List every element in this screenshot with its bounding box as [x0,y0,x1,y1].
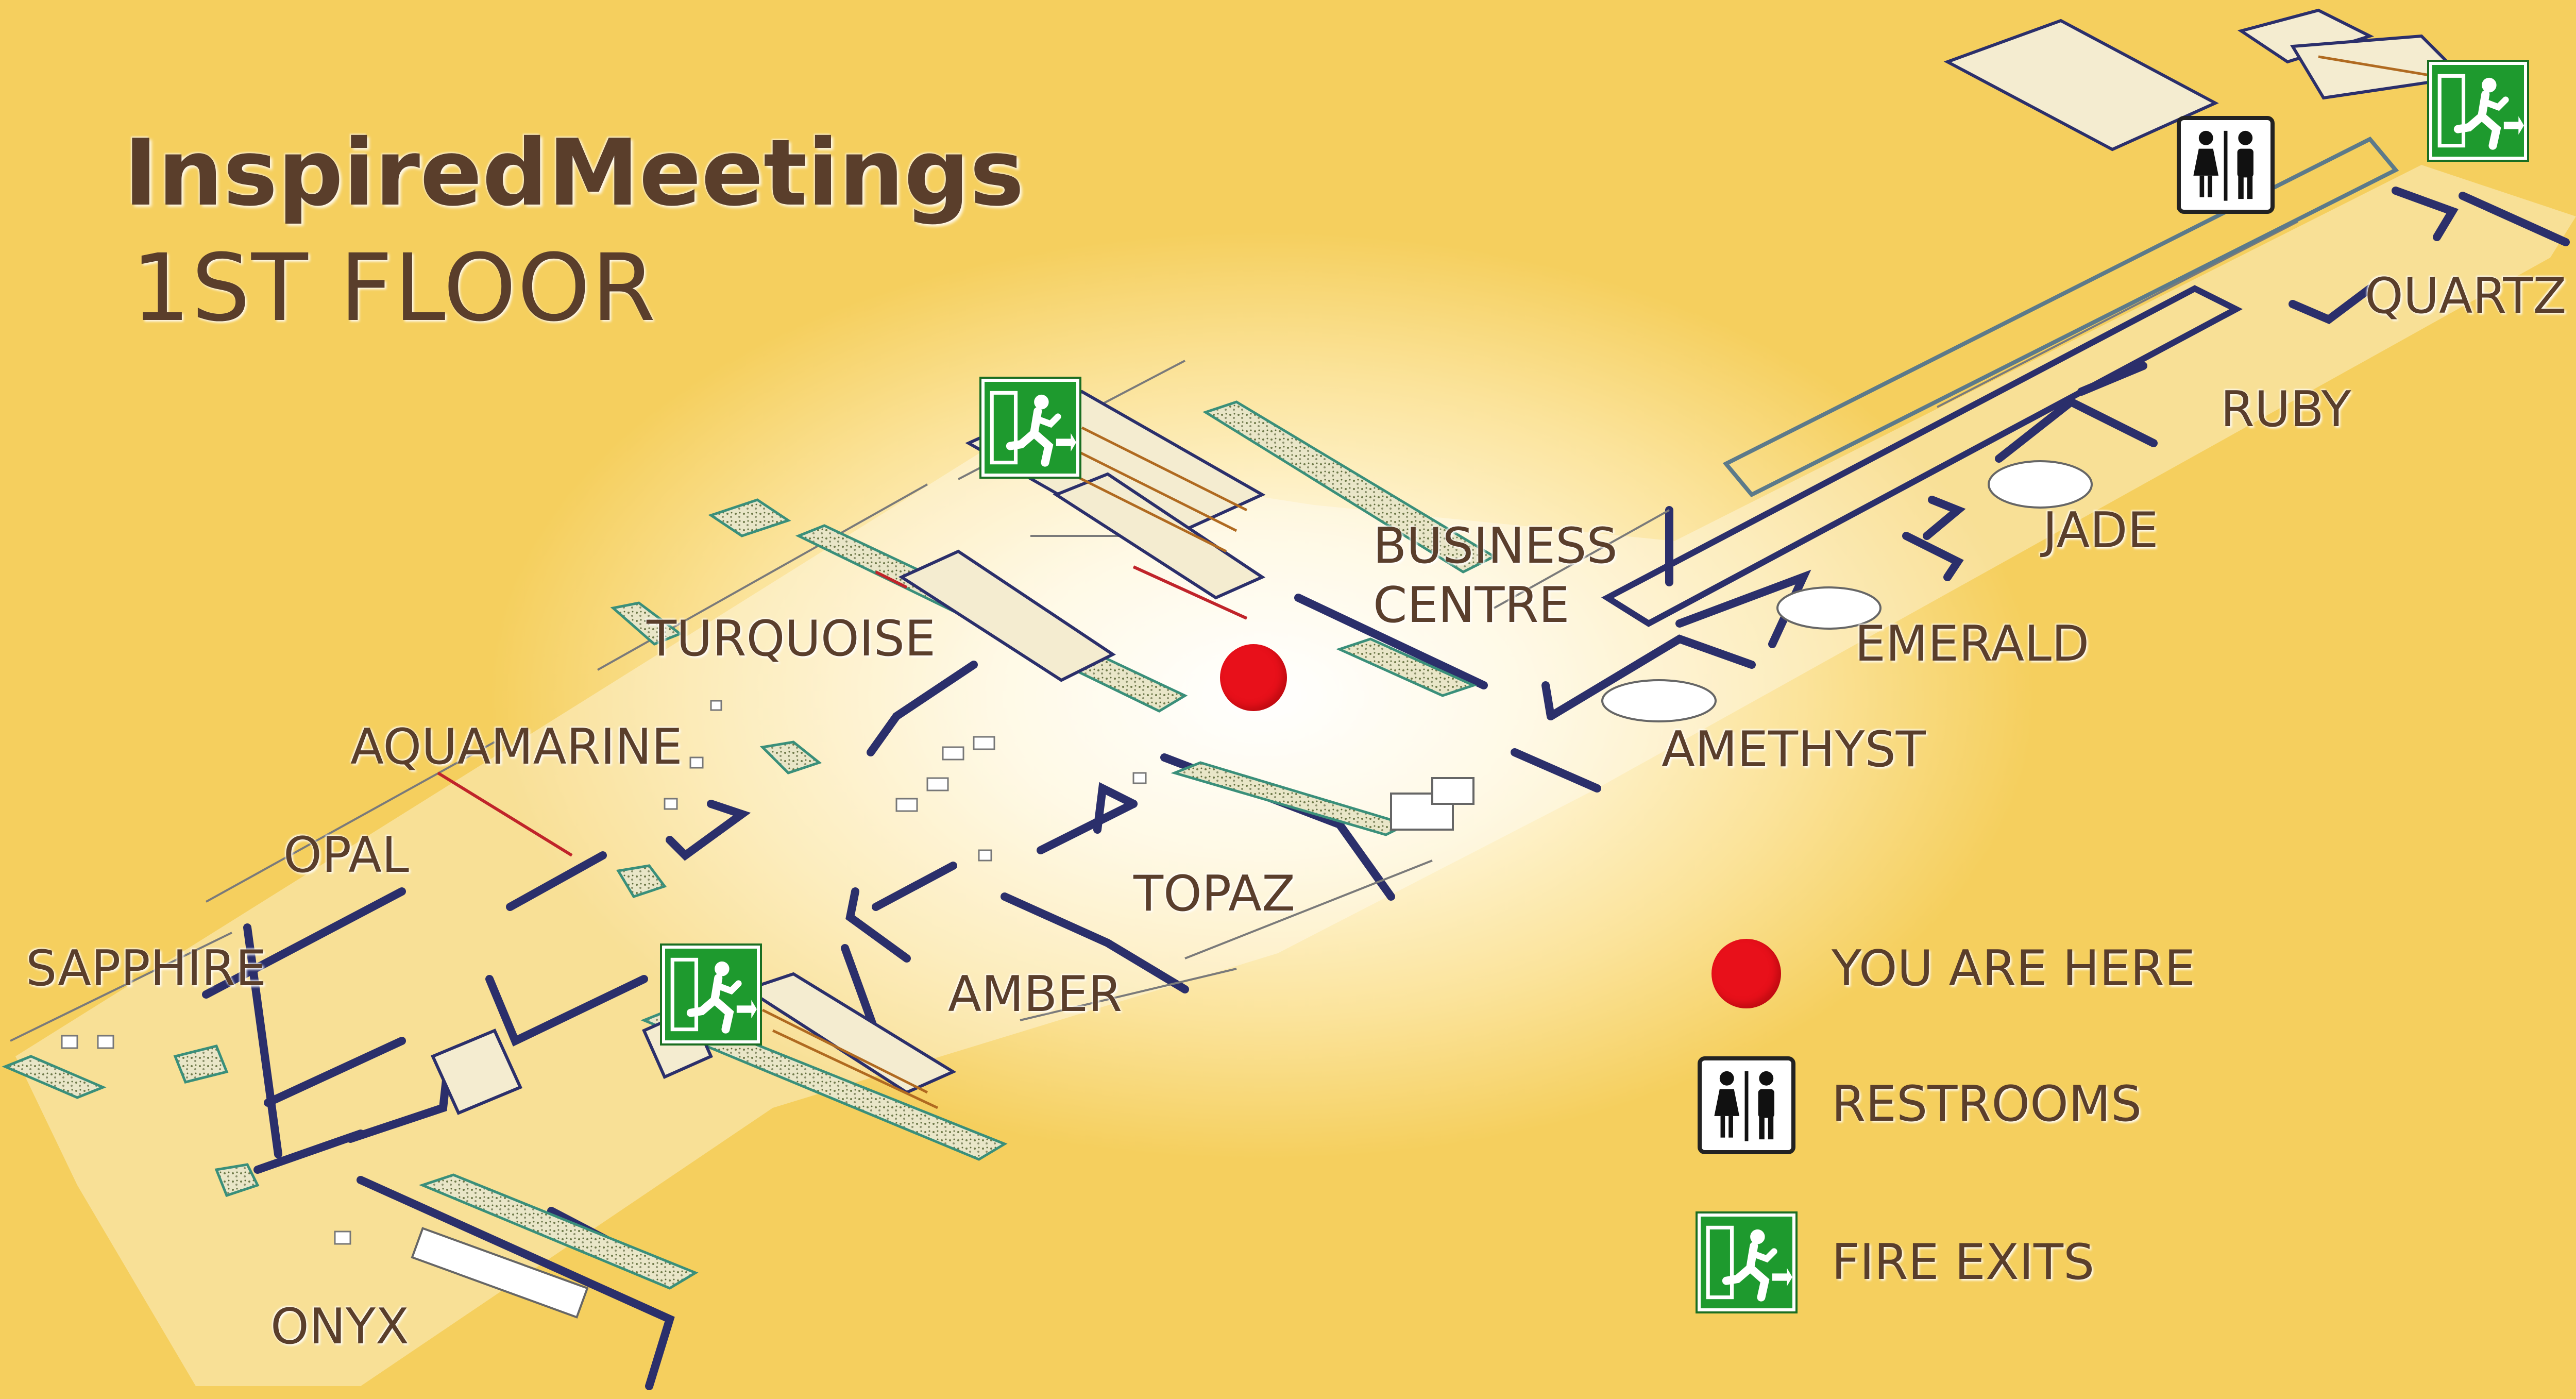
room-label-onyx: ONYX [270,1299,409,1355]
fire-exit-icon [662,946,760,1043]
room-label-amber: AMBER [948,966,1123,1023]
room-label-turquoise: TURQUOISE [647,611,936,667]
brand-title: InspiredMeetings [124,120,1025,226]
you-are-here-marker [1220,644,1287,711]
fire-exit-icon [2429,62,2527,160]
legend-fire-exits-label: FIRE EXITS [1832,1234,2095,1291]
restroom-icon [2177,116,2275,214]
room-label-sapphire: SAPPHIRE [26,940,267,997]
legend-restroom-icon [1698,1056,1795,1154]
room-label-opal: OPAL [283,827,409,884]
fire-exit-icon [981,379,1079,477]
legend-you-are-here-marker [1711,939,1781,1008]
room-label-quartz: QUARTZ [2365,268,2567,325]
room-label-business-line1: BUSINESS [1373,518,1618,575]
room-label-jade: JADE [2043,502,2159,559]
room-label-aquamarine: AQUAMARINE [350,719,683,776]
room-label-emerald: EMERALD [1855,616,2090,672]
legend-restrooms-label: RESTROOMS [1832,1076,2142,1133]
room-label-business-line2: CENTRE [1373,577,1570,634]
legend-you-are-here-label: YOU ARE HERE [1832,940,2196,997]
floor-title: 1ST FLOOR [131,234,657,342]
room-label-topaz: TOPAZ [1133,866,1296,922]
legend-fire-exit-icon [1698,1213,1795,1311]
room-label-ruby: RUBY [2221,381,2351,438]
room-label-amethyst: AMETHYST [1662,721,1926,778]
